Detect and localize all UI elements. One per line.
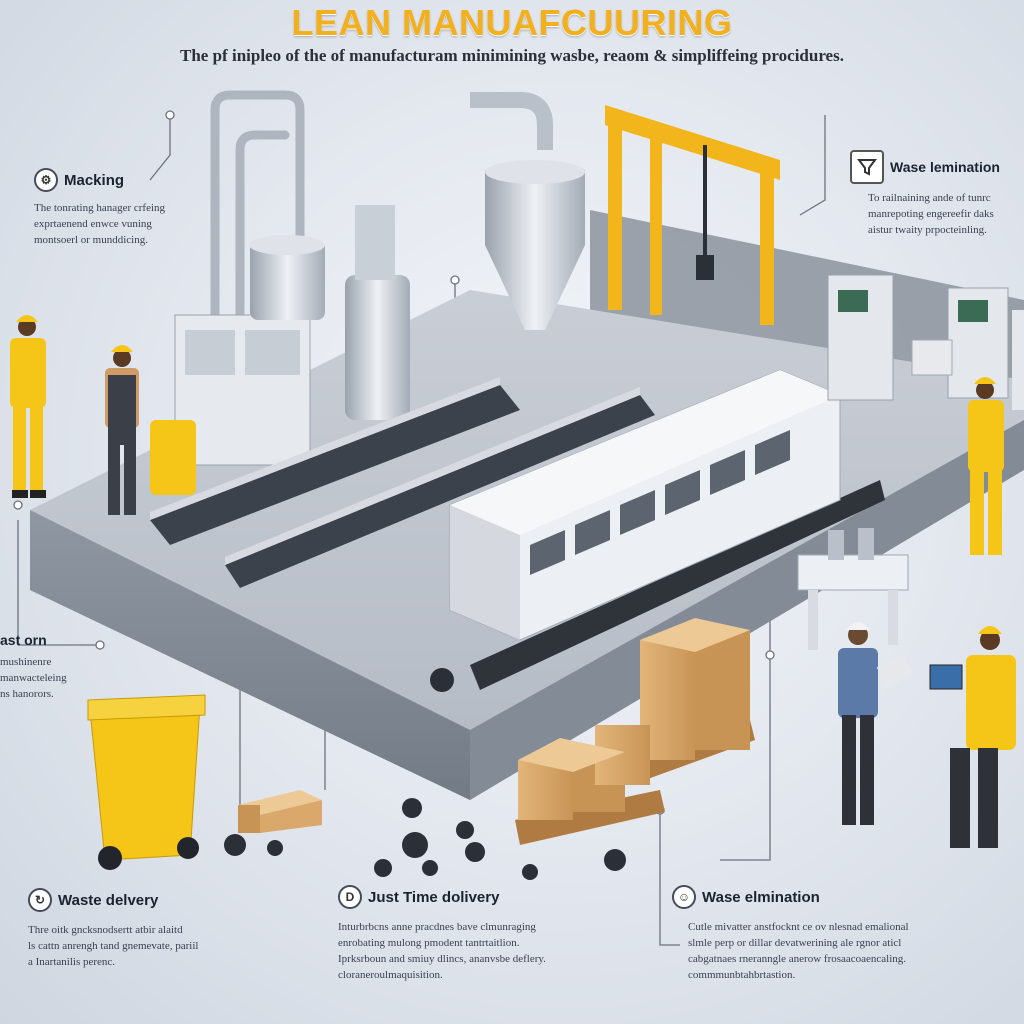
callout-just-time-dolivery: D Just Time dolivery Inturbrbcns anne pr… — [338, 885, 628, 983]
desc-line: Cutle mivatter anstfocknt ce ov nlesnad … — [688, 921, 909, 933]
recycle-icon: ↻ — [28, 888, 52, 912]
desc-line: cloraneroulmaquisition. — [338, 969, 443, 981]
worker-right-1 — [968, 377, 1004, 555]
callout-header: ⚙ Macking — [34, 168, 234, 192]
storage-tank — [345, 205, 410, 420]
callout-header: ↻ Waste delvery — [28, 888, 308, 912]
main-machine — [449, 369, 841, 641]
desc-line: slmle perp or dillar devatwerining ale r… — [688, 937, 902, 949]
box-pallet-small — [515, 725, 665, 845]
desc-line: montsoerl or munddicing. — [34, 234, 148, 246]
gantry-crane — [605, 105, 780, 325]
desc-line: commmunbtahbrtastion. — [688, 969, 796, 981]
callout-label: Just Time dolivery — [368, 888, 500, 906]
delivery-icon: D — [338, 885, 362, 909]
lightbulb-icon: ☺ — [672, 885, 696, 909]
filter-icon — [850, 150, 884, 184]
callout-header: Wase lemination — [850, 150, 1024, 184]
desc-line: manwacteleing — [0, 672, 67, 684]
desc-line: Inturbrbcns anne pracdnes bave clmunragi… — [338, 921, 536, 933]
desc-line: ns hanorors. — [0, 688, 54, 700]
callout-label: Macking — [64, 171, 125, 189]
hopper — [470, 92, 585, 330]
side-table — [797, 528, 909, 650]
callout-description: Inturbrbcns anne pracdnes bave clmunragi… — [338, 919, 628, 983]
callout-macking: ⚙ Macking The tonrating hanager crfeing … — [34, 168, 234, 248]
desc-line: The tonrating hanager crfeing — [34, 202, 166, 214]
callout-label: ast orn — [0, 632, 47, 648]
desc-line: a Inartanilis perenc. — [28, 956, 116, 968]
callout-wase-elmination: ☺ Wase elmination Cutle mivatter anstfoc… — [672, 885, 972, 983]
callout-ast-orn: ast orn mushinenre manwacteleing ns hano… — [0, 632, 110, 702]
loose-box — [238, 790, 322, 833]
conveyors — [150, 377, 885, 690]
callout-description: To railnaining ande of tunrc manrepoting… — [850, 190, 1024, 238]
desc-line: aistur twaity prpocteinling. — [868, 224, 987, 236]
callout-header: ☺ Wase elmination — [672, 885, 972, 909]
callout-label: Wase elmination — [702, 888, 820, 906]
callout-description: mushinenre manwacteleing ns hanorors. — [0, 654, 110, 702]
callout-waste-delvery: ↻ Waste delvery Thre oitk gncksnodsertt … — [28, 888, 308, 970]
worker-right-2 — [838, 622, 914, 825]
callout-header: D Just Time dolivery — [338, 885, 628, 909]
worker-left-2 — [105, 345, 196, 515]
callout-wase-lemination: Wase lemination To railnaining ande of t… — [850, 150, 1024, 238]
desc-line: mushinenre — [0, 656, 52, 668]
left-machine — [174, 235, 325, 466]
waste-bin — [87, 694, 206, 870]
callout-label: Waste delvery — [58, 891, 159, 909]
desc-line: manrepoting engereefir daks — [868, 208, 994, 220]
pipes — [210, 90, 305, 425]
control-cabinets — [827, 274, 1024, 410]
box-pallet-large — [640, 618, 755, 780]
desc-line: To railnaining ande of tunrc — [868, 192, 991, 204]
worker-right-3 — [929, 626, 1016, 848]
desc-line: enrobating mulong pmodent tantrtaitlion. — [338, 937, 520, 949]
desc-line: ls cattn anrengh tand gnemevate, pariil — [28, 940, 199, 952]
platform — [30, 290, 1024, 800]
callout-description: The tonrating hanager crfeing exprtaenen… — [34, 200, 234, 248]
scattered-gears — [224, 668, 626, 880]
desc-line: Iprksrboun and smiuy dlincs, ananvsbe de… — [338, 953, 546, 965]
desc-line: Thre oitk gncksnodsertt atbir alaitd — [28, 924, 183, 936]
callout-description: Cutle mivatter anstfocknt ce ov nlesnad … — [672, 919, 972, 983]
gear-icon: ⚙ — [34, 168, 58, 192]
desc-line: exprtaenend enwce vuning — [34, 218, 152, 230]
page-title: LEAN MANUAFCUURING — [291, 2, 733, 43]
callout-description: Thre oitk gncksnodsertt atbir alaitd ls … — [28, 922, 308, 970]
callout-label: Wase lemination — [890, 159, 1000, 175]
back-wall — [590, 210, 1024, 440]
worker-left-1 — [10, 315, 46, 498]
page-subtitle: The pf inipleo of the of manufacturam mi… — [180, 46, 844, 65]
desc-line: cabgatnaes rneranngle anerow frosaacoaen… — [688, 953, 907, 965]
